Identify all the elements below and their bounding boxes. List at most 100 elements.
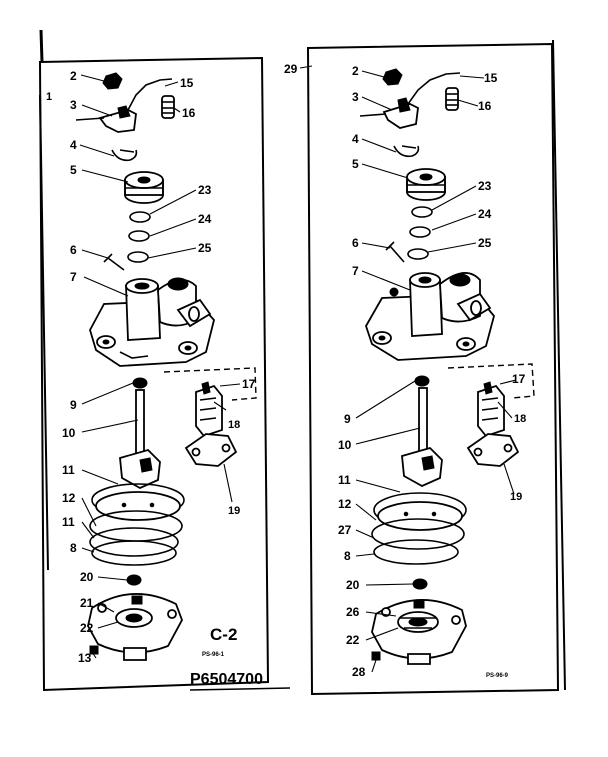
left-label-11b: 11: [62, 515, 75, 529]
left-label-5: 5: [70, 163, 77, 177]
left-assembly: 2 3 4 5 6 7 9 10 11 12 11 8 20 21 22 13 …: [46, 69, 257, 665]
section-label: C-2: [210, 625, 237, 644]
nut-2-icon: [102, 72, 123, 90]
drawing-number: P6504700: [190, 671, 263, 688]
left-label-6: 6: [70, 243, 77, 257]
left-label-15: 15: [180, 76, 194, 90]
right-label-22: 22: [346, 633, 360, 647]
left-margin-stroke: [39, 29, 44, 63]
left-label-10: 10: [62, 426, 76, 440]
right-label-18: 18: [514, 413, 526, 425]
pulley-5-icon: [124, 171, 164, 204]
right-label-7: 7: [352, 264, 359, 278]
pan-11-icon-right: [373, 492, 467, 531]
left-label-13: 13: [78, 651, 92, 665]
right-label-25: 25: [478, 236, 492, 250]
plate-11-icon: [89, 527, 179, 557]
left-label-7: 7: [70, 270, 77, 284]
nut-2-icon-right: [382, 68, 403, 86]
spring-16-icon-right: [445, 87, 459, 111]
left-label-11a: 11: [62, 463, 75, 477]
right-label-3: 3: [352, 90, 359, 104]
drawing-number-rule: [189, 687, 291, 691]
clip-4-icon: [111, 149, 138, 162]
right-margin-stroke: [552, 39, 566, 691]
nut-20-icon-right: [412, 578, 428, 590]
right-corner-label: 29: [284, 62, 298, 76]
pulley-5-icon-right: [406, 168, 446, 201]
washer-23-icon-right: [411, 206, 433, 218]
left-panel-frame: [38, 56, 270, 692]
right-label-5: 5: [352, 157, 359, 171]
plate-19-icon: [184, 433, 238, 467]
bracket-3-icon: [75, 105, 137, 133]
right-panel-frame: [306, 42, 560, 696]
right-label-24: 24: [478, 207, 492, 221]
shaft-10-icon-right: [401, 387, 443, 488]
plate-19-icon-right: [466, 433, 520, 467]
rod-15-icon-right: [407, 72, 461, 105]
right-label-27: 27: [338, 523, 352, 537]
right-label-23: 23: [478, 179, 492, 193]
left-corner-label: 1: [46, 91, 52, 103]
washer-25-icon: [127, 251, 149, 263]
left-tiny-code: PS-96-1: [202, 652, 225, 658]
right-label-6: 6: [352, 236, 359, 250]
washer-25-icon-right: [407, 248, 429, 260]
housing-7-icon: [89, 277, 215, 367]
left-label-17: 17: [242, 377, 256, 391]
left-label-16: 16: [182, 106, 196, 120]
left-label-9: 9: [70, 398, 77, 412]
left-margin-stroke-2: [39, 94, 49, 571]
left-label-25: 25: [198, 241, 212, 255]
right-label-19: 19: [510, 491, 522, 503]
left-label-22: 22: [80, 621, 94, 635]
bushing-9-icon-right: [414, 375, 430, 387]
nut-20-icon: [126, 574, 142, 586]
left-label-4: 4: [70, 138, 77, 152]
right-label-8: 8: [344, 549, 351, 563]
right-corner-leader: [299, 65, 313, 69]
right-label-20: 20: [346, 578, 360, 592]
leader-left: [79, 74, 241, 659]
left-label-24: 24: [198, 212, 212, 226]
bracket-18-icon-right: [477, 381, 505, 438]
clip-4-icon-right: [393, 145, 420, 158]
left-label-8: 8: [70, 541, 77, 555]
right-label-15: 15: [484, 71, 498, 85]
screw-6-icon: [103, 253, 125, 271]
bracket-18-icon: [195, 381, 223, 438]
ring-8-icon: [91, 540, 177, 566]
rod-15-icon: [127, 78, 173, 111]
right-label-11: 11: [338, 473, 351, 487]
left-label-12: 12: [62, 491, 76, 505]
right-label-17: 17: [512, 372, 526, 386]
washer-24-icon: [128, 230, 150, 242]
screw-28-icon-right: [371, 651, 381, 661]
right-label-16: 16: [478, 99, 492, 113]
housing-7-icon-right: [365, 272, 495, 361]
ring-8-icon-right: [373, 539, 459, 565]
left-inset-frame: [163, 367, 257, 401]
left-label-2: 2: [70, 69, 77, 83]
spring-16-icon: [161, 95, 175, 119]
screw-6-icon-right: [385, 241, 405, 263]
right-label-28: 28: [352, 665, 366, 679]
right-label-12: 12: [338, 497, 352, 511]
base-21-icon: [87, 593, 183, 661]
ring-27-icon-right: [371, 518, 465, 550]
left-label-3: 3: [70, 98, 77, 112]
right-label-26: 26: [346, 605, 360, 619]
left-label-23: 23: [198, 183, 212, 197]
left-label-19: 19: [228, 505, 240, 517]
left-label-20: 20: [80, 570, 94, 584]
bushing-9-icon: [132, 377, 148, 389]
right-label-2: 2: [352, 64, 359, 78]
washer-23-icon: [129, 211, 151, 223]
left-label-21: 21: [80, 596, 94, 610]
leader-right: [355, 70, 517, 673]
right-inset-frame: [447, 363, 535, 399]
right-label-10: 10: [338, 438, 352, 452]
bracket-3-icon-right: [359, 97, 419, 129]
